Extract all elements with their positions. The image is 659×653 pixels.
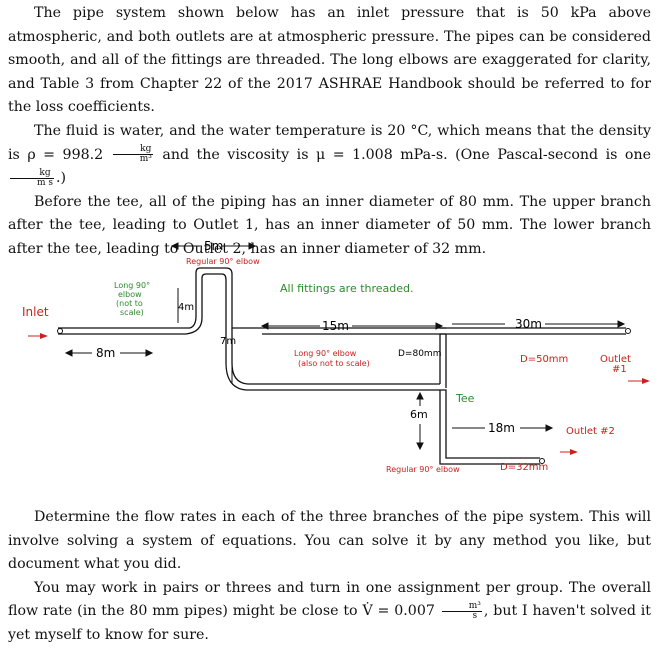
len-30m: 30m bbox=[515, 317, 542, 331]
inlet-label: Inlet bbox=[22, 305, 49, 319]
closing-text: Determine the flow rates in each of the … bbox=[8, 506, 651, 648]
outlet1-port bbox=[625, 328, 631, 334]
tee-drop bbox=[439, 334, 447, 388]
long-elbow-2: Long 90° elbow bbox=[294, 349, 357, 358]
len-6m: 6m bbox=[410, 408, 428, 421]
outlet1-label-2: #1 bbox=[612, 364, 627, 375]
outlet2-label: Outlet #2 bbox=[566, 426, 615, 437]
len-5m: 5m bbox=[204, 239, 223, 253]
len-7m: 7m bbox=[220, 336, 236, 347]
regular-elbow-top: Regular 90° elbow bbox=[186, 257, 260, 266]
long-elbow-note-3: (not to bbox=[116, 299, 143, 308]
riser-pipe bbox=[189, 267, 233, 329]
len-8m: 8m bbox=[96, 346, 115, 360]
upper-branch-pipe bbox=[231, 326, 626, 329]
all-fittings-note: All fittings are threaded. bbox=[280, 282, 414, 295]
long-elbow-note-1: Long 90° bbox=[114, 281, 150, 290]
paragraph-5: You may work in pairs or threes and turn… bbox=[8, 579, 652, 643]
long-elbow-note-2: elbow bbox=[118, 290, 142, 299]
len-18m: 18m bbox=[488, 421, 515, 435]
outlet2-arrow bbox=[570, 449, 578, 455]
pipe-lines bbox=[58, 267, 626, 465]
paragraph-4: Determine the flow rates in each of the … bbox=[8, 509, 651, 573]
d50-label: D=50mm bbox=[520, 354, 568, 365]
outlet1-arrow bbox=[642, 378, 650, 384]
paragraph-1: The pipe system shown below has an inlet… bbox=[8, 5, 651, 116]
lower-run-pipe bbox=[225, 328, 440, 391]
inlet-port bbox=[57, 328, 63, 334]
pipe-diagram: Inlet 5m Regular 90° elbow Long 90° elbo… bbox=[22, 239, 650, 474]
paragraph-3: Before the tee, all of the piping has an… bbox=[8, 193, 651, 257]
tee-label: Tee bbox=[455, 392, 475, 405]
paragraph-2: The fluid is water, and the water temper… bbox=[8, 122, 652, 188]
outlet2-port bbox=[539, 458, 545, 464]
long-elbow-2b: (also not to scale) bbox=[298, 359, 370, 368]
d80-label: D=80mm bbox=[398, 349, 441, 359]
len-4m: 4m bbox=[178, 302, 194, 313]
intro-text: The pipe system shown below has an inlet… bbox=[8, 2, 651, 262]
d32-label: D=32mm bbox=[500, 462, 548, 473]
outlet1-label-1: Outlet bbox=[600, 354, 631, 365]
len-15m: 15m bbox=[322, 319, 349, 333]
inlet-arrow bbox=[40, 333, 48, 339]
long-elbow-note-4: scale) bbox=[120, 308, 144, 317]
outlet2-pipe bbox=[439, 390, 540, 465]
regular-elbow-bottom: Regular 90° elbow bbox=[386, 465, 460, 474]
